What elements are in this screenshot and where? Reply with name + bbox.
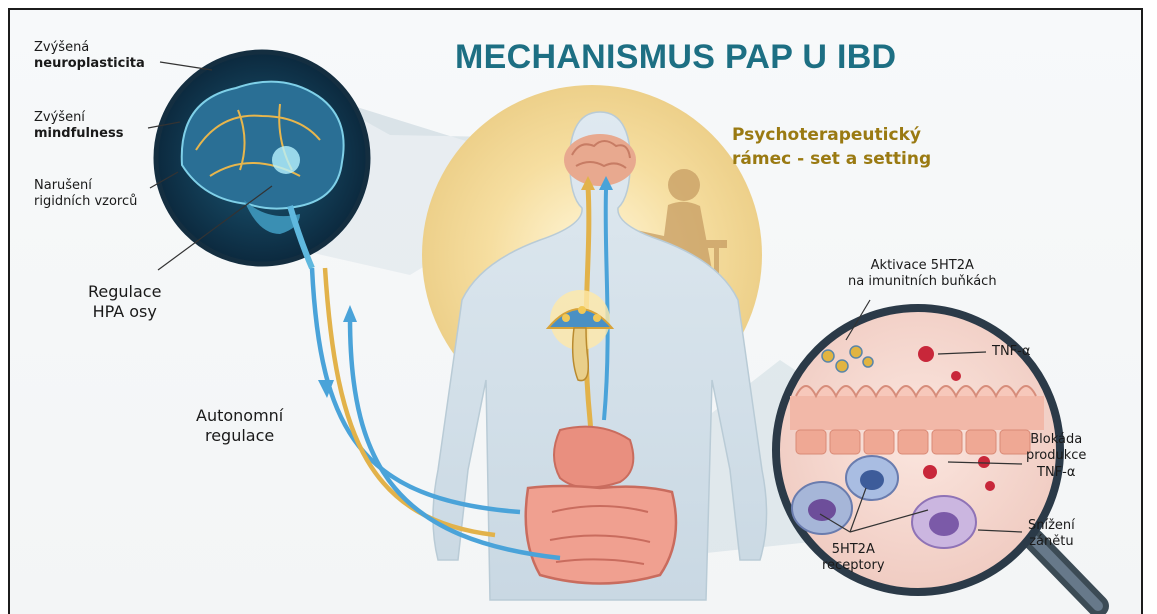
label-mindfulness-line1: Zvýšení [34,110,123,126]
label-hpa: Regulace HPA osy [88,282,161,322]
brain-zoom-circle [156,52,368,268]
label-neuroplasticity-line2: neuroplasticita [34,56,145,72]
label-neuroplasticity: Zvýšená neuroplasticita [34,40,145,73]
label-blockade-line1: Blokáda [1026,432,1086,448]
label-hpa-line1: Regulace [88,282,161,302]
label-autonomic-line2: regulace [196,426,283,446]
psychotherapy-label: Psychoterapeutický rámec - set a setting [732,124,931,172]
label-mindfulness: Zvýšení mindfulness [34,110,123,143]
label-autonomic: Autonomní regulace [196,406,283,446]
label-rigid: Narušení rigidních vzorců [34,178,137,211]
label-reduction-line1: Snížení [1028,518,1075,534]
label-neuroplasticity-line1: Zvýšená [34,40,145,56]
label-tnf: TNF-α [992,344,1030,360]
psychotherapy-line2: rámec - set a setting [732,148,931,172]
label-blockade: Blokáda produkce TNF-α [1026,432,1086,481]
label-receptors-line2: receptory [822,558,885,574]
label-reduction: Snížení zánětu [1028,518,1075,551]
label-mindfulness-line2: mindfulness [34,126,123,142]
label-activation: Aktivace 5HT2A na imunitních buňkách [848,258,997,291]
label-autonomic-line1: Autonomní [196,406,283,426]
label-blockade-line3: TNF-α [1026,465,1086,481]
label-rigid-line2: rigidních vzorců [34,194,137,210]
label-hpa-line2: HPA osy [88,302,161,322]
label-receptors: 5HT2A receptory [822,542,885,575]
label-reduction-line2: zánětu [1028,534,1075,550]
label-activation-line1: Aktivace 5HT2A [848,258,997,274]
leader-neuroplasticity [160,62,212,70]
head-brain [564,134,636,186]
label-rigid-line1: Narušení [34,178,137,194]
label-receptors-line1: 5HT2A [822,542,885,558]
label-activation-line2: na imunitních buňkách [848,274,997,290]
page-title: MECHANISMUS PAP U IBD [455,38,896,77]
psychotherapy-line1: Psychoterapeutický [732,124,931,148]
label-blockade-line2: produkce [1026,448,1086,464]
